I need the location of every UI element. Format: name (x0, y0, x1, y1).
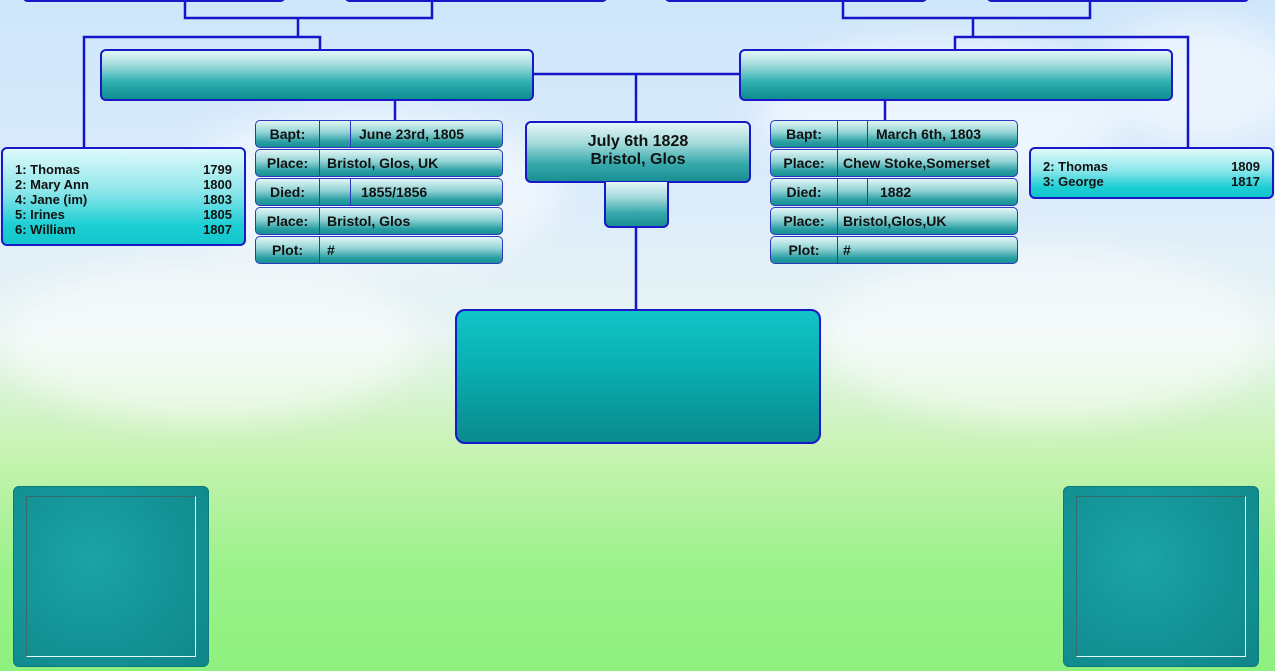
father-bapt-value: June 23rd, 1805 (359, 126, 465, 142)
grandparent-box[interactable] (664, 0, 928, 2)
father-place2-row[interactable]: Place: Bristol, Glos (255, 207, 503, 235)
mother-place2-value: Bristol,Glos,UK (843, 213, 947, 229)
list-item: 4: Jane (im)1803 (15, 192, 232, 207)
father-plot-row[interactable]: Plot: # (255, 236, 503, 264)
grandparent-box[interactable] (344, 0, 608, 2)
marriage-date: July 6th 1828 (587, 133, 689, 150)
mother-plot-value: # (843, 242, 851, 258)
grandparent-box[interactable] (22, 0, 286, 2)
marriage-tab (604, 182, 669, 228)
marriage-box[interactable]: July 6th 1828 Bristol, Glos (525, 121, 751, 183)
father-plot-value: # (327, 242, 335, 258)
mother-name-box[interactable] (739, 49, 1173, 101)
mother-plot-row[interactable]: Plot: # (770, 236, 1018, 264)
child-box[interactable] (455, 309, 821, 444)
father-place-row[interactable]: Place: Bristol, Glos, UK (255, 149, 503, 177)
father-name-box[interactable] (100, 49, 534, 101)
mother-bapt-row[interactable]: Bapt: March 6th, 1803 (770, 120, 1018, 148)
mother-place-row[interactable]: Place: Chew Stoke,Somerset (770, 149, 1018, 177)
father-photo-frame[interactable] (13, 486, 209, 667)
father-died-row[interactable]: Died: 1855/1856 (255, 178, 503, 206)
mother-place2-row[interactable]: Place: Bristol,Glos,UK (770, 207, 1018, 235)
father-died-value: 1855/1856 (361, 184, 428, 200)
grandparent-box[interactable] (986, 0, 1250, 2)
mother-photo-frame[interactable] (1063, 486, 1259, 667)
mother-died-value: 1882 (880, 184, 912, 200)
father-bapt-row[interactable]: Bapt: June 23rd, 1805 (255, 120, 503, 148)
father-place-value: Bristol, Glos, UK (327, 155, 439, 171)
mother-died-row[interactable]: Died: 1882 (770, 178, 1018, 206)
mother-place-value: Chew Stoke,Somerset (843, 155, 991, 171)
father-place2-value: Bristol, Glos (327, 213, 411, 229)
marriage-place: Bristol, Glos (590, 151, 686, 168)
mother-bapt-value: March 6th, 1803 (876, 126, 982, 142)
